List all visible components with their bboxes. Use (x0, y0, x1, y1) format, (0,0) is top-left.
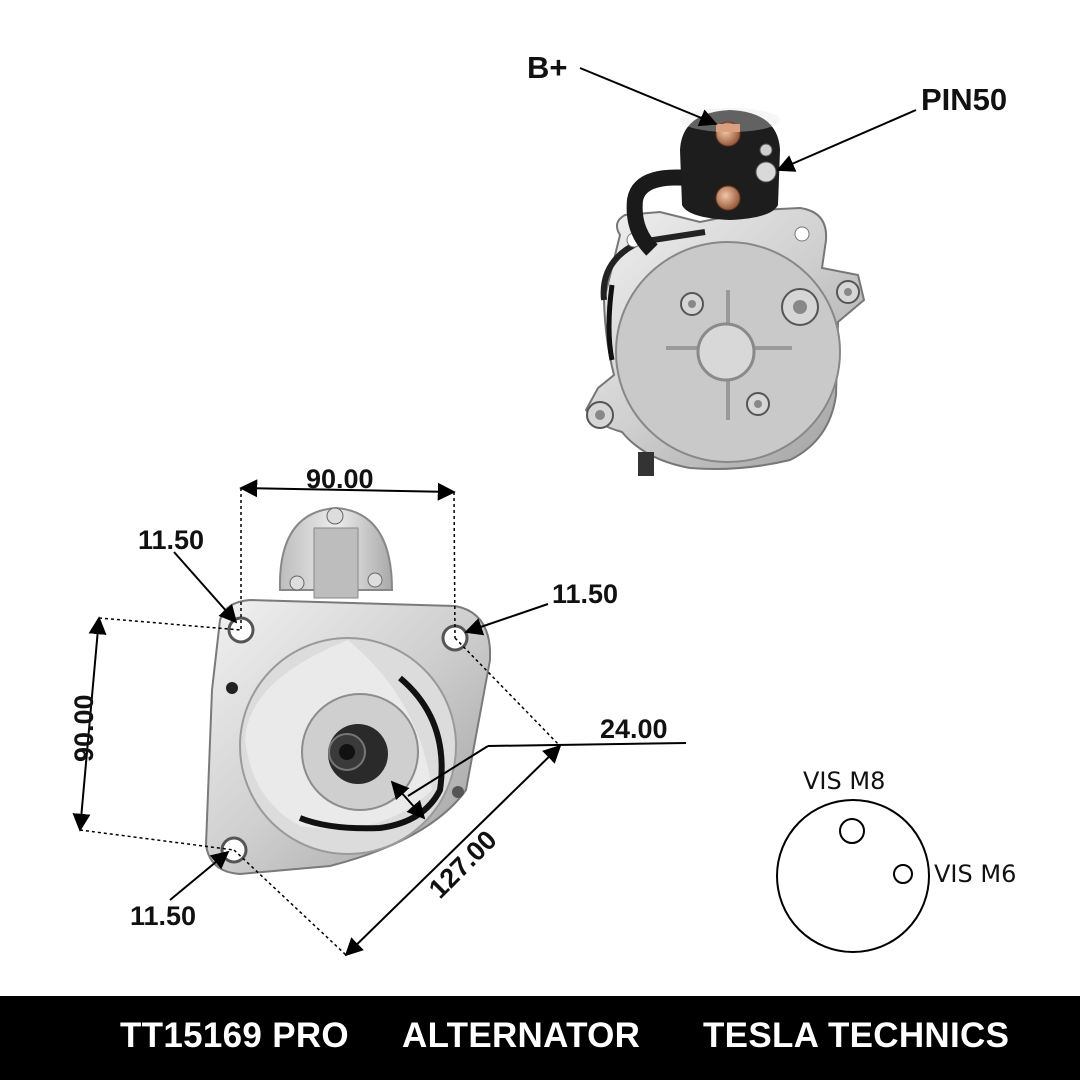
m6-hole-icon (893, 864, 913, 884)
brand-name: TESLA TECHNICS (703, 1016, 1010, 1055)
dim-hole-top-left: 11.50 (138, 525, 204, 555)
b-plus-label: B+ (527, 50, 568, 85)
dim-diagonal: 127.00 (423, 825, 503, 905)
vis-m6-label: VIS M6 (934, 860, 1016, 888)
part-number: TT15169 PRO (120, 1016, 349, 1055)
pin50-arrow (776, 109, 917, 172)
bolt-pattern-diagram (776, 799, 930, 953)
dim-hole-top-right: 11.50 (552, 579, 618, 609)
pin50-label: PIN50 (921, 82, 1007, 117)
b-plus-arrow (579, 67, 718, 127)
starter-rear-view (584, 108, 866, 476)
footer-bar: TT15169 PRO ALTERNATOR TESLA TECHNICS (0, 996, 1080, 1080)
dimension-lines (72, 479, 687, 957)
product-type: ALTERNATOR (402, 1016, 641, 1055)
dim-top-width: 90.00 (306, 464, 374, 494)
vis-m8-label: VIS M8 (803, 767, 885, 795)
m8-hole-icon (839, 818, 865, 844)
dim-hole-bottom-left: 11.50 (130, 901, 196, 931)
starter-front-view (204, 506, 491, 876)
dim-pinion: 24.00 (600, 714, 668, 744)
dim-left-height: 90.00 (69, 694, 99, 762)
